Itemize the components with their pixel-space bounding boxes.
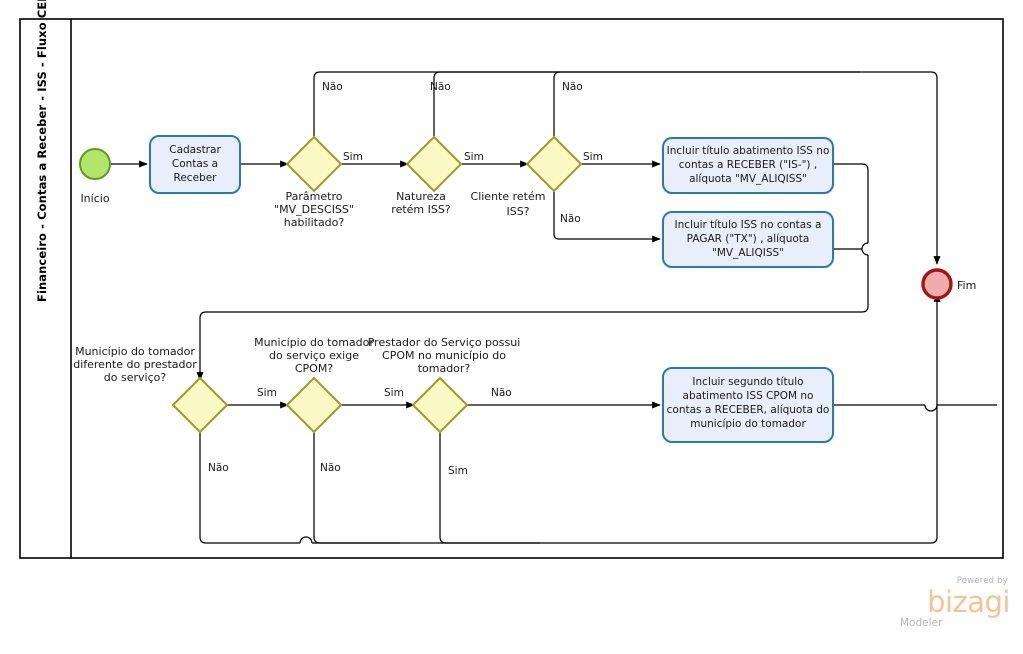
gateway-exige-cpom-line-1: do serviço exige [269,349,359,362]
flow-label-g6-sim: Sim [448,465,468,477]
gateway-parametro-line-0: Parâmetro [286,190,343,203]
flow-label-g4-sim: Sim [257,387,277,399]
line-hop-right [861,242,869,256]
bizagi-brand-label: bizagi [927,585,1010,619]
gateway-prestador-cpom-line-1: CPOM no município do [382,349,506,362]
flow-g3-nao-to-task-iss-pagar [553,191,661,243]
gateway-parametro-desciss[interactable] [285,135,343,193]
task-incluir-segundo-titulo-cpom[interactable] [662,367,834,443]
gateway-exige-cpom-line-2: CPOM? [295,362,333,375]
start-event-label: Início [80,192,109,205]
task-segundo-titulo-line-2: contas a RECEBER, alíquota do [667,404,830,416]
flow-g3-nao-up [553,71,860,137]
flow-label-g2-sim: Sim [464,151,484,163]
flow-g1-nao-to-end [313,71,941,265]
task-cadastrar-line-1: Contas a [172,158,218,170]
gateway-municipio-diferente[interactable] [171,376,229,434]
gateway-natureza-retem-iss[interactable] [405,135,463,193]
task-cadastrar-line-0: Cadastrar [169,144,221,156]
gateway-parametro-line-1: "MV_DESCISS" [274,203,354,216]
task-segundo-titulo-line-1: abatimento ISS CPOM no [683,390,814,402]
task-incluir-iss-pagar[interactable] [662,211,834,268]
gateway-parametro-line-2: habilitado? [284,216,345,229]
start-event[interactable] [79,148,111,180]
gateway-prestador-cpom-line-2: tomador? [418,362,471,375]
flow-g4-nao-down [199,432,300,544]
task-iss-pagar-line-1: PAGAR ("TX") , alíquota [687,233,810,245]
gateway-municipio-exige-cpom[interactable] [285,376,343,434]
task-incluir-abatimento-receber[interactable] [662,137,834,194]
task-abatimento-line-0: Incluir título abatimento ISS no [667,145,830,157]
gateway-cliente-line-1: ISS? [506,205,529,218]
line-hop-bottom [299,536,313,544]
task-segundo-titulo-line-0: Incluir segundo título [692,376,803,388]
task-iss-pagar-line-2: "MV_ALIQISS" [712,247,784,259]
task-cadastrar-contas-receber[interactable] [149,135,241,194]
end-event[interactable] [921,268,953,300]
gateway-prestador-cpom-line-0: Prestador do Serviço possui [368,336,521,349]
flow-label-g1-nao: Não [322,81,343,93]
bizagi-product-label: Modeler [900,617,943,629]
flow-label-g5-nao: Não [320,462,341,474]
gateway-natureza-line-0: Natureza [396,190,446,203]
gateway-municipio-diferente-line-0: Município do tomador [75,345,195,358]
pool-border [19,18,1004,559]
flow-label-g5-sim: Sim [384,387,404,399]
gateway-municipio-diferente-line-2: do serviço? [104,371,167,384]
task-iss-pagar-line-0: Incluir título ISS no contas a [675,219,822,231]
end-event-label: Fim [957,279,976,292]
task-abatimento-line-1: contas a RECEBER ("IS-") , [679,159,817,171]
task-abatimento-line-2: alíquota "MV_ALIQISS" [689,173,807,185]
flow-bottom-return-to-end [312,293,941,544]
flow-task-abatimento-out [833,163,869,243]
gateway-municipio-diferente-line-1: diferente do prestador [73,358,197,371]
powered-by-label: Powered by [956,576,1008,586]
flow-label-g6-nao: Não [491,387,512,399]
flow-label-g2-nao: Não [430,81,451,93]
flow-down-to-lower-section [196,255,869,381]
gateway-natureza-line-1: retém ISS? [391,203,451,216]
gateway-cliente-line-0: Cliente retém [471,190,546,203]
flow-label-g3-nao-down: Não [560,213,581,225]
gateway-exige-cpom-line-0: Município do tomador [254,336,374,349]
flow-label-g3-sim: Sim [583,151,603,163]
lane-title: Financeiro - Contas a Receber - ISS - Fl… [35,0,49,302]
task-cadastrar-line-2: Receber [174,172,218,184]
flow-g6-sim-down [439,432,540,544]
flow-label-g4-nao: Não [208,462,229,474]
flow-g5-nao-down [313,432,400,544]
line-hop-bottom-right [924,404,938,412]
gateway-cliente-retem-iss[interactable] [525,135,583,193]
flow-label-g3-nao: Não [562,81,583,93]
task-segundo-titulo-line-3: município do tomador [690,418,806,430]
flow-g2-nao-up [433,71,560,137]
gateway-prestador-possui-cpom[interactable] [411,376,469,434]
bizagi-watermark: Powered by bizagi Modeler [898,576,1011,638]
flow-label-g1-sim: Sim [343,151,363,163]
